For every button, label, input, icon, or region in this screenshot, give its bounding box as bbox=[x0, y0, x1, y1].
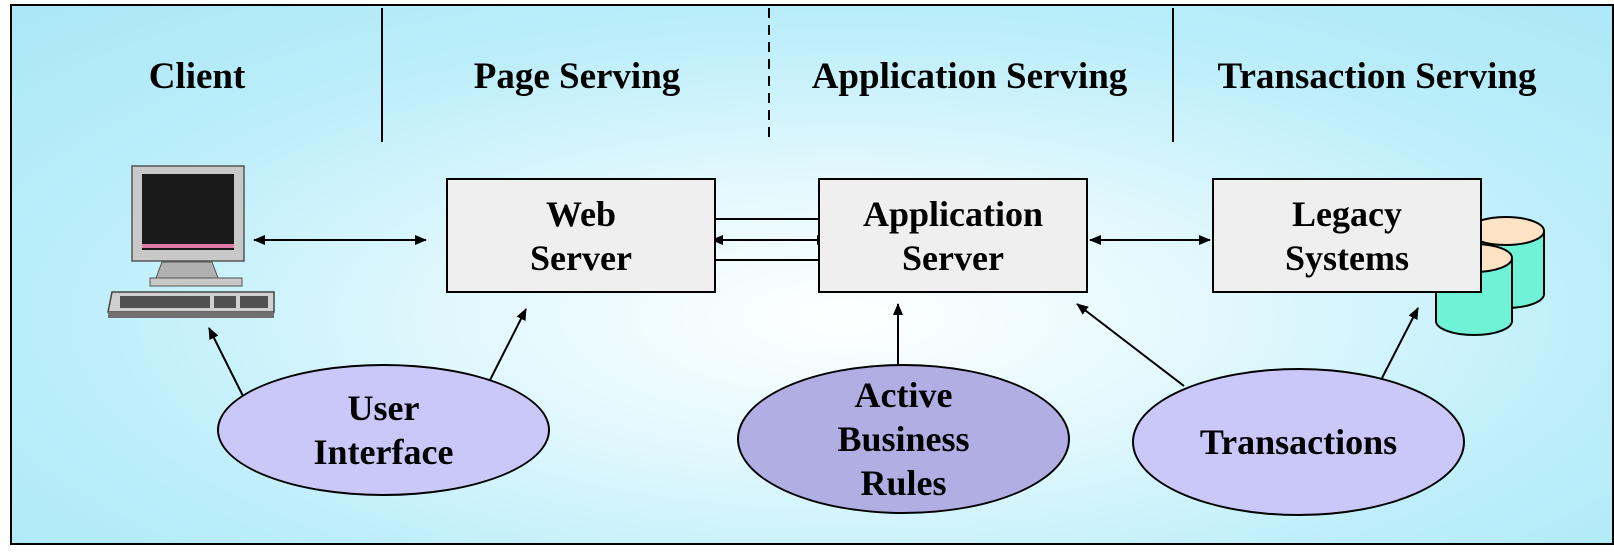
user-interface-oval: User Interface bbox=[217, 364, 550, 496]
legacy-systems-label: Legacy Systems bbox=[1285, 193, 1409, 278]
header-page-serving: Page Serving bbox=[473, 55, 681, 97]
header-application-serving: Application Serving bbox=[811, 55, 1128, 97]
web-server-box: Web Server bbox=[446, 178, 716, 293]
application-server-label: Application Server bbox=[862, 193, 1044, 278]
arrow-transactions-legacy bbox=[1381, 307, 1419, 379]
header-client: Client bbox=[148, 55, 246, 97]
active-business-rules-label: Active Business Rules bbox=[837, 375, 970, 503]
active-business-rules-oval: Active Business Rules bbox=[737, 364, 1070, 514]
user-interface-label: User Interface bbox=[313, 388, 454, 472]
legacy-systems-box: Legacy Systems bbox=[1212, 178, 1482, 293]
header-transaction-serving: Transaction Serving bbox=[1217, 55, 1537, 97]
arrow-ui-client bbox=[208, 327, 245, 399]
application-server-box: Application Server bbox=[818, 178, 1088, 293]
arrow-transactions-application bbox=[1076, 303, 1185, 387]
architecture-diagram: Client Page Serving Application Serving … bbox=[10, 4, 1614, 545]
computer-icon bbox=[107, 165, 275, 318]
arrow-ui-web bbox=[487, 308, 527, 385]
transactions-oval: Transactions bbox=[1132, 368, 1465, 516]
transactions-label: Transactions bbox=[1199, 422, 1398, 462]
web-server-label: Web Server bbox=[530, 193, 632, 278]
